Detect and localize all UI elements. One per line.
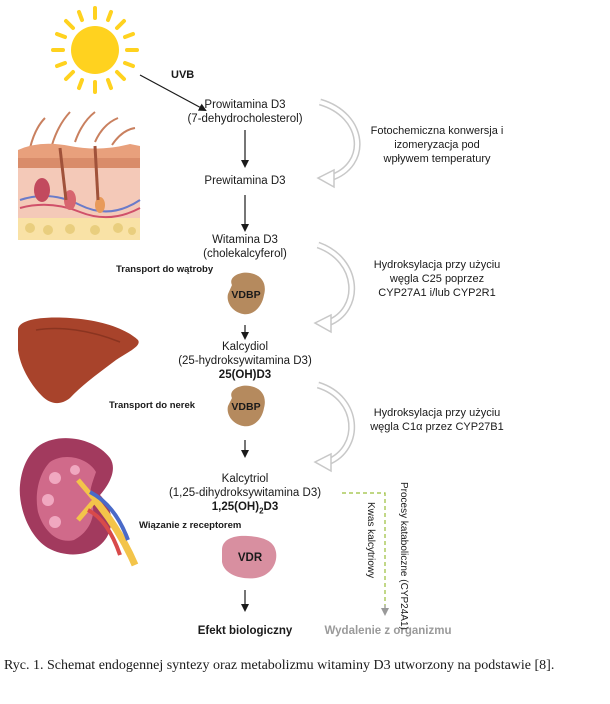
figure-caption: Ryc. 1. Schemat endogennej syntezy oraz … [4,658,555,673]
catabolism-dashed-arrow [342,492,386,612]
kidney-icon [19,438,139,567]
label-transport-nerek: Transport do nerek [109,400,196,411]
oh-d3: 25(OH)D3 [218,369,272,381]
cholekalcyferol: (cholekalcyferol) [203,248,287,260]
kalcydiol: Kalcydiol [221,341,269,353]
diagram-graphics [18,6,389,616]
curved-arrow-hydroxylation-c25 [313,241,355,334]
dehydrocholesterol: (7-dehydrocholesterol) [187,113,303,125]
note-photoconversion: Fotochemiczna konwersja i izomeryzacja p… [370,125,504,165]
liver-icon [18,317,139,404]
hydroksywitamina: (25-hydroksywitamina D3) [178,355,312,367]
label-wiazanie: Wiązanie z receptorem [139,520,242,531]
vdbp-blob-2 [227,385,265,427]
prowitamina-d3: Prowitamina D3 [204,99,286,111]
oh2-d3: 1,25(OH)2D3 [211,501,279,516]
wydalenie-z-organizmu: Wydalenie z organizmu [324,625,452,637]
curved-arrow-photoconversion [316,98,361,189]
skin-icon [18,111,141,240]
kalcytriol: Kalcytriol [221,473,269,485]
vdbp-blob-1 [227,272,265,315]
vdr-blob [222,535,277,579]
label-procesy-kataboliczne: Procesy kataboliczne (CYP24A1) [398,482,409,630]
uvb-label: UVB [171,69,195,81]
vitamin-d-metabolism-diagram: UVB Prowitamina D3 (7-dehydrocholesterol… [18,6,504,637]
label-transport-watroby: Transport do wątroby [116,264,214,275]
curved-arrow-hydroxylation-c1 [313,381,355,473]
efekt-biologiczny: Efekt biologiczny [197,625,293,637]
note-hydroxylation-c1: Hydroksylacja przy użyciu węgla C1α prze… [370,407,504,433]
sun-icon [51,6,139,94]
note-hydroxylation-c25: Hydroksylacja przy użyciu węgla C25 popr… [373,259,501,299]
vdbp-label-1: VDBP [231,289,261,301]
uvb-arrow [139,74,207,111]
vdbp-label-2: VDBP [231,401,261,413]
vdr-label: VDR [237,552,263,564]
label-kwas-kalcytriowy: Kwas kalcytriowy [365,502,376,579]
prewitamina-d3: Prewitamina D3 [204,175,286,187]
dihydroksywitamina: (1,25-dihydroksywitamina D3) [168,487,322,499]
witamina-d3: Witamina D3 [212,234,278,246]
